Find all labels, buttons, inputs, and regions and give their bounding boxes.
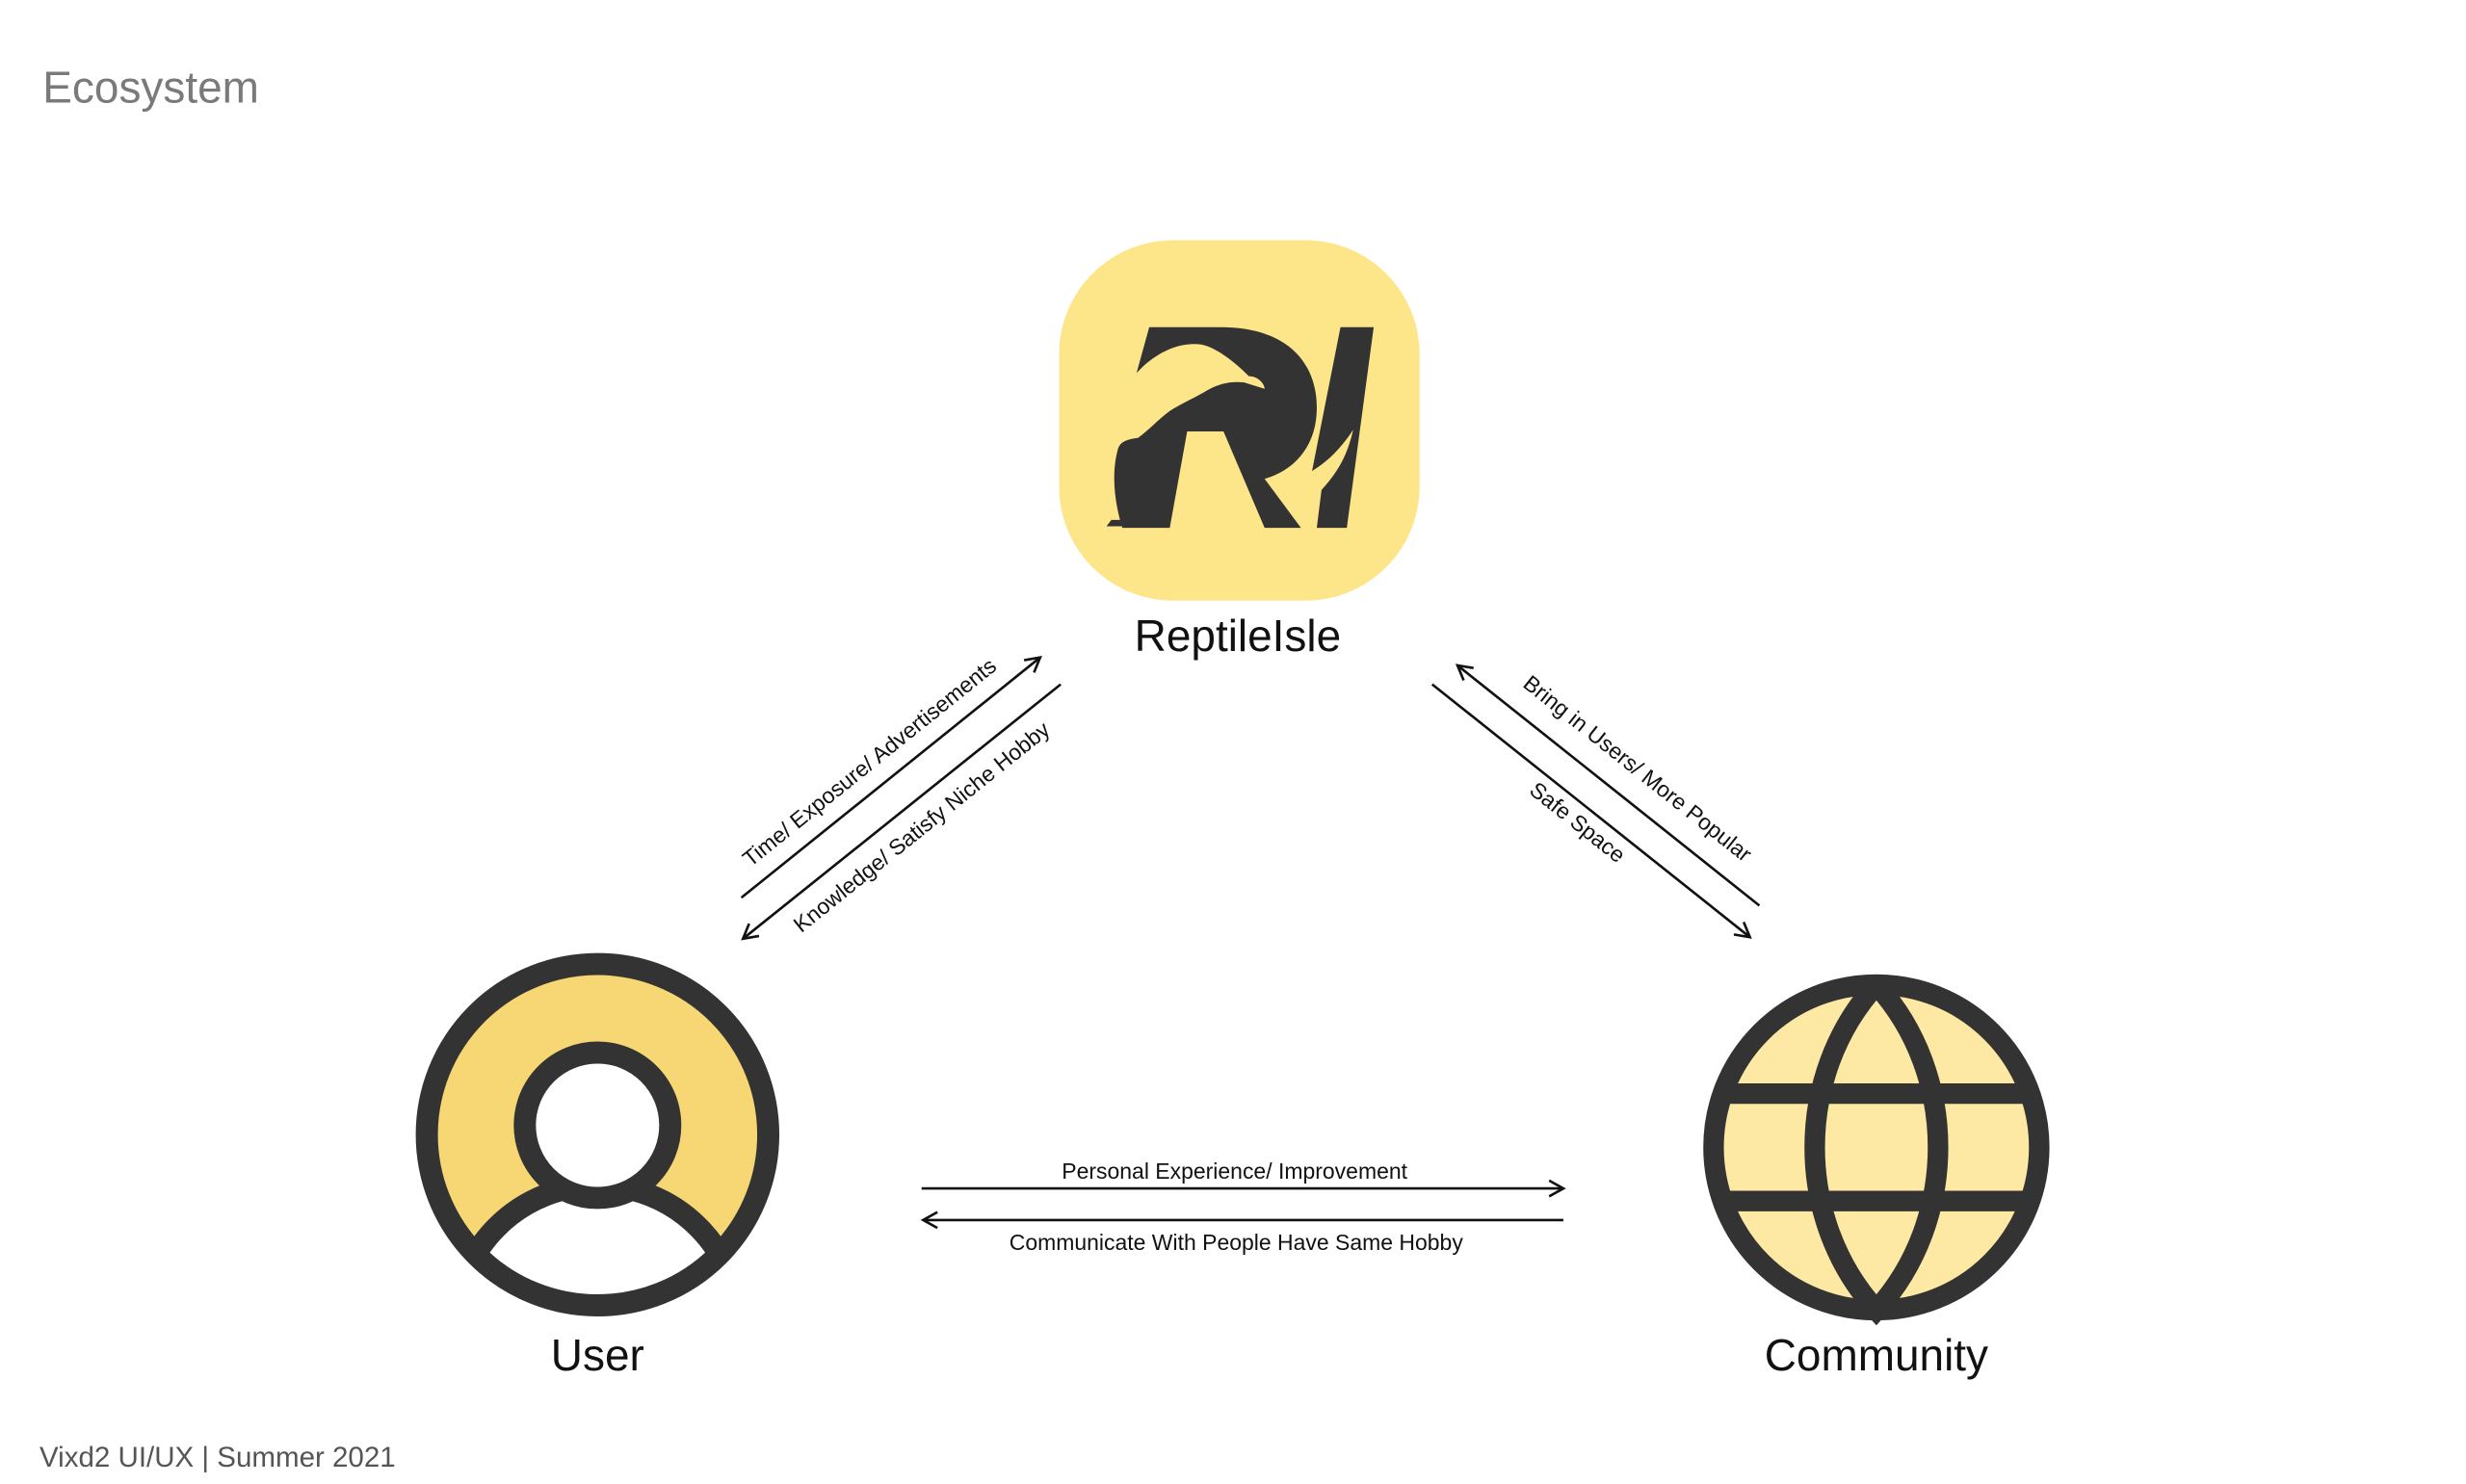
edge-label-community-to-user: Communicate With People Have Same Hobby	[1010, 1230, 1464, 1255]
logo-letter-i	[1312, 326, 1375, 529]
footer-text: Vixd2 UI/UX | Summer 2021	[39, 1442, 396, 1473]
user-icon	[415, 952, 780, 1317]
arrow-app-to-user	[741, 683, 1062, 941]
reptileisle-logo	[1059, 240, 1420, 601]
arrow-community-to-app	[1455, 664, 1761, 907]
edge-label-user-to-community: Personal Experience/ Improvement	[1062, 1159, 1407, 1184]
globe-icon	[1703, 974, 2050, 1326]
app-label: ReptileIsle	[1135, 611, 1341, 661]
arrow-user-to-app	[740, 656, 1042, 899]
community-label: Community	[1765, 1330, 1988, 1380]
edge-label-community-to-app: Bring in Users/ More Popular	[1519, 670, 1757, 867]
user-label: User	[551, 1330, 644, 1380]
arrow-app-to-community	[1430, 683, 1752, 939]
logo-letter-r	[1114, 326, 1317, 529]
page-title: Ecosystem	[42, 63, 259, 113]
